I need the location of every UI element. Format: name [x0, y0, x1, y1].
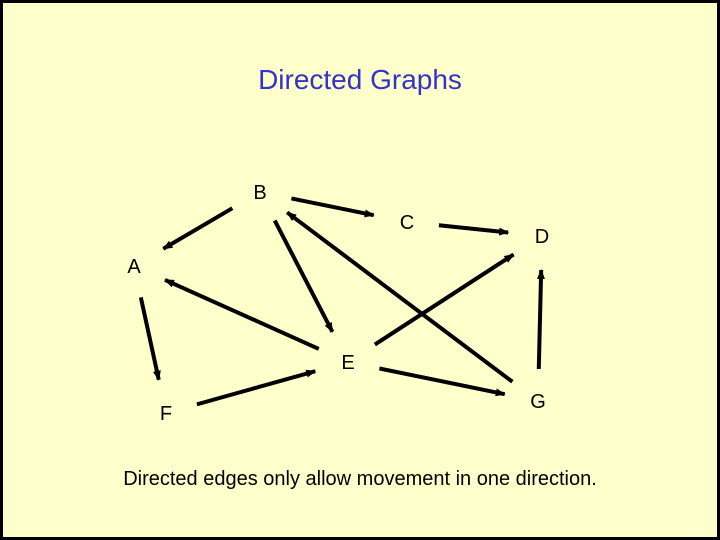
edge-g-to-d	[536, 268, 545, 370]
node-a: A	[102, 234, 166, 298]
node-f: F	[134, 381, 198, 445]
edge-c-to-d	[438, 223, 510, 236]
node-g-circle	[506, 369, 570, 433]
edge-b-to-e	[272, 219, 335, 333]
edge-e-to-g	[378, 366, 506, 397]
node-e: E	[316, 330, 380, 394]
edges-layer	[138, 196, 545, 407]
edge-e-to-d	[373, 252, 515, 347]
edge-b-to-a	[162, 206, 234, 251]
node-g: G	[506, 369, 570, 433]
node-c-label: C	[400, 212, 414, 234]
node-e-circle	[316, 330, 380, 394]
node-g-label: G	[530, 391, 546, 413]
edge-f-to-e	[196, 369, 317, 407]
edge-g-to-b	[285, 210, 514, 384]
node-d: D	[510, 204, 574, 268]
nodes-layer: A B C D E F G	[102, 160, 574, 445]
node-e-label: E	[341, 352, 354, 374]
slide-title: Directed Graphs	[258, 64, 462, 95]
node-b-circle	[228, 160, 292, 224]
node-a-circle	[102, 234, 166, 298]
node-b: B	[228, 160, 292, 224]
slide-caption: Directed edges only allow movement in on…	[123, 468, 597, 490]
node-d-label: D	[535, 226, 549, 248]
node-d-circle	[510, 204, 574, 268]
node-f-label: F	[160, 403, 172, 425]
node-c: C	[375, 190, 439, 254]
node-f-circle	[134, 381, 198, 445]
node-b-label: B	[253, 182, 266, 204]
edge-e-to-a	[164, 278, 320, 351]
edge-b-to-c	[290, 196, 375, 218]
edge-a-to-f	[138, 296, 161, 381]
node-a-label: A	[127, 256, 141, 278]
node-c-circle	[375, 190, 439, 254]
